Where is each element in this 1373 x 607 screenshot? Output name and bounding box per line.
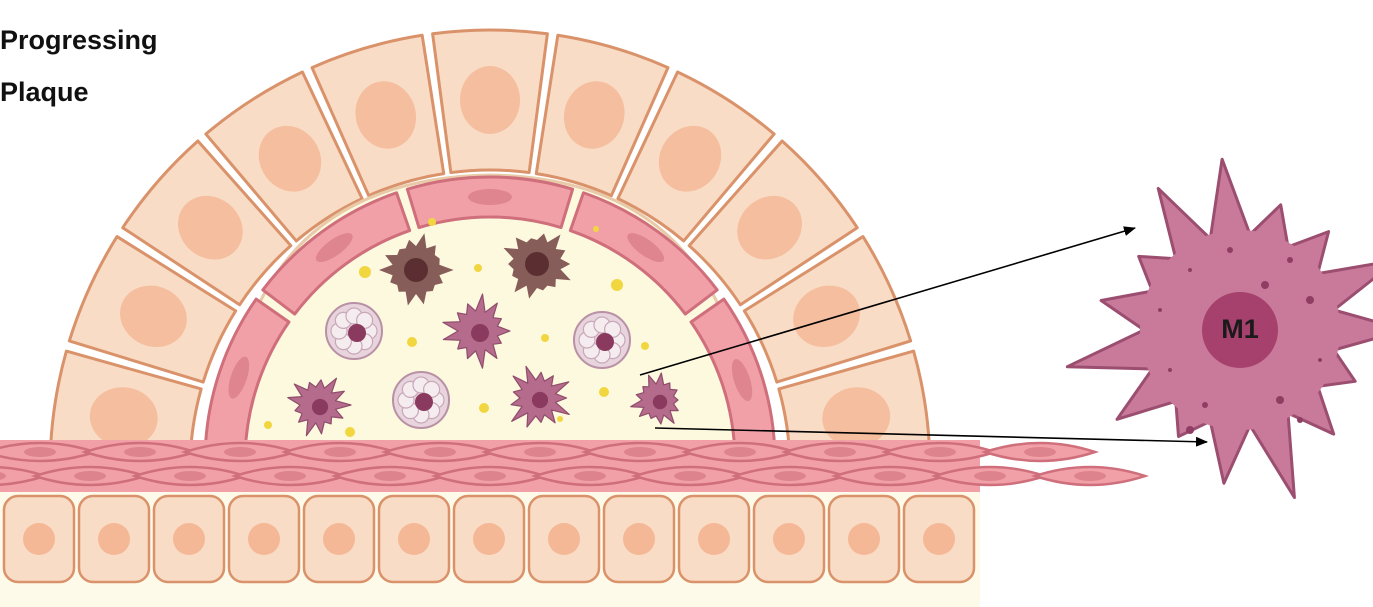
basal-cell-layer [4,496,974,582]
basal-nucleus [323,523,355,555]
spindle-nucleus [274,471,306,481]
lipid-droplet [407,337,417,347]
m1-granule [1158,308,1162,312]
lipid-droplet [611,279,623,291]
spindle-nucleus [474,471,506,481]
spindle-nucleus [174,471,206,481]
macrophage-nucleus [471,324,489,342]
basal-nucleus [398,523,430,555]
basal-nucleus [98,523,130,555]
spindle-nucleus [624,447,656,457]
spindle-nucleus [924,447,956,457]
necrotic-center [404,258,428,282]
spindle-nucleus [324,447,356,457]
spindle-nucleus [124,447,156,457]
spindle-nucleus [974,471,1006,481]
spindle-nucleus [424,447,456,457]
basal-nucleus [773,523,805,555]
basal-nucleus [23,523,55,555]
lipid-droplet [428,218,436,226]
lipid-droplet [541,334,549,342]
m1-granule [1202,402,1208,408]
m1-granule [1168,368,1172,372]
basal-nucleus [473,523,505,555]
m1-label: M1 [1221,314,1259,344]
m1-granule [1318,358,1322,362]
basal-nucleus [923,523,955,555]
lipid-droplet [479,403,489,413]
m1-macrophage [1067,159,1373,497]
basal-nucleus [248,523,280,555]
spindle-nucleus [74,471,106,481]
lipid-droplet [641,342,649,350]
m1-granule [1287,257,1293,263]
spindle-nucleus [24,447,56,457]
m1-granule [1297,417,1303,423]
spindle-nucleus [224,447,256,457]
m1-granule [1188,268,1192,272]
spindle-nucleus [1074,471,1106,481]
spindle-nucleus [674,471,706,481]
spindle-nucleus [574,471,606,481]
lipid-droplet [593,226,599,232]
m1-granule [1186,426,1194,434]
basal-nucleus [548,523,580,555]
foam-nucleus [415,393,433,411]
endothelial-layer [0,440,1145,492]
basal-nucleus [173,523,205,555]
lipid-droplet [557,416,563,422]
foam-nucleus [596,333,614,351]
macrophage-nucleus [312,399,328,415]
foam-nucleus [348,324,366,342]
spindle-nucleus [1024,447,1056,457]
lipid-droplet [599,387,609,397]
macrophage-nucleus [532,392,548,408]
spindle-nucleus [824,447,856,457]
spindle-nucleus [874,471,906,481]
spindle-nucleus [724,447,756,457]
lipid-droplet [359,266,371,278]
m1-granule [1227,247,1233,253]
m1-granule [1306,296,1314,304]
spindle-nucleus [374,471,406,481]
lipid-droplet [345,427,355,437]
basal-nucleus [848,523,880,555]
lipid-droplet [264,421,272,429]
endothelial-nucleus [468,189,512,205]
spindle-nucleus [524,447,556,457]
m1-granule [1276,396,1284,404]
m1-granule [1261,281,1269,289]
lipid-droplet [474,264,482,272]
cell-nucleus [460,66,520,134]
macrophage-nucleus [653,395,667,409]
necrotic-center [525,252,549,276]
basal-nucleus [698,523,730,555]
spindle-nucleus [774,471,806,481]
basal-nucleus [623,523,655,555]
